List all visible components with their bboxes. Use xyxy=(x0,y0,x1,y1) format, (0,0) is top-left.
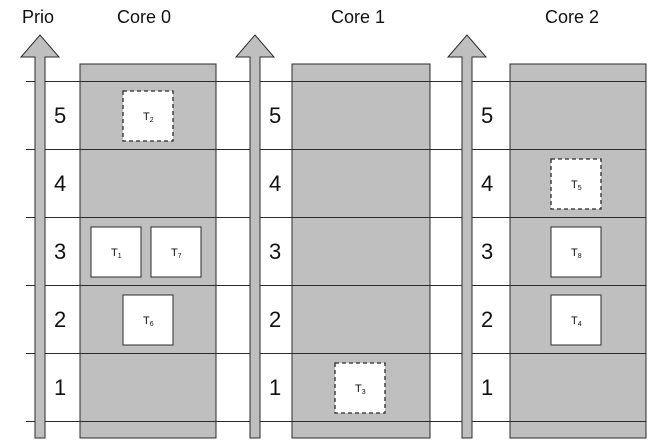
core-0-label: Core 0 xyxy=(117,7,172,27)
priority-level-label: 1 xyxy=(269,375,281,400)
priority-level-label: 2 xyxy=(269,307,281,332)
task-box xyxy=(122,90,174,142)
priority-level-label: 4 xyxy=(269,171,281,196)
task-label: T2 xyxy=(143,111,154,124)
priority-level-label: 2 xyxy=(54,307,66,332)
priority-level-label: 4 xyxy=(54,171,66,196)
priority-level-label: 5 xyxy=(54,103,66,128)
task-box xyxy=(150,226,202,278)
task-box xyxy=(550,226,602,278)
task-label: T1 xyxy=(111,247,122,260)
priority-arrow-1 xyxy=(234,34,276,439)
task-label: T6 xyxy=(143,315,154,328)
prio-axis-label: Prio xyxy=(22,7,55,27)
core-1-label: Core 1 xyxy=(331,7,386,27)
priority-level-label: 1 xyxy=(481,375,493,400)
task-box xyxy=(550,294,602,346)
task-box xyxy=(334,362,386,414)
priority-arrow-2 xyxy=(446,34,488,439)
task-box xyxy=(550,158,602,210)
task-label: T8 xyxy=(571,247,582,260)
priority-level-label: 3 xyxy=(54,239,66,264)
priority-level-label: 4 xyxy=(481,171,493,196)
priority-level-label: 5 xyxy=(481,103,493,128)
priority-level-label: 1 xyxy=(54,375,66,400)
task-box xyxy=(90,226,142,278)
priority-level-label: 5 xyxy=(269,103,281,128)
priority-level-label: 3 xyxy=(481,239,493,264)
priority-arrow-0 xyxy=(19,34,61,439)
task-label: T5 xyxy=(571,179,582,192)
task-label: T4 xyxy=(571,315,582,328)
task-label: T7 xyxy=(171,247,182,260)
task-box xyxy=(122,294,174,346)
core-2-label: Core 2 xyxy=(545,7,600,27)
priority-level-label: 3 xyxy=(269,239,281,264)
priority-level-label: 2 xyxy=(481,307,493,332)
task-label: T3 xyxy=(355,383,366,396)
